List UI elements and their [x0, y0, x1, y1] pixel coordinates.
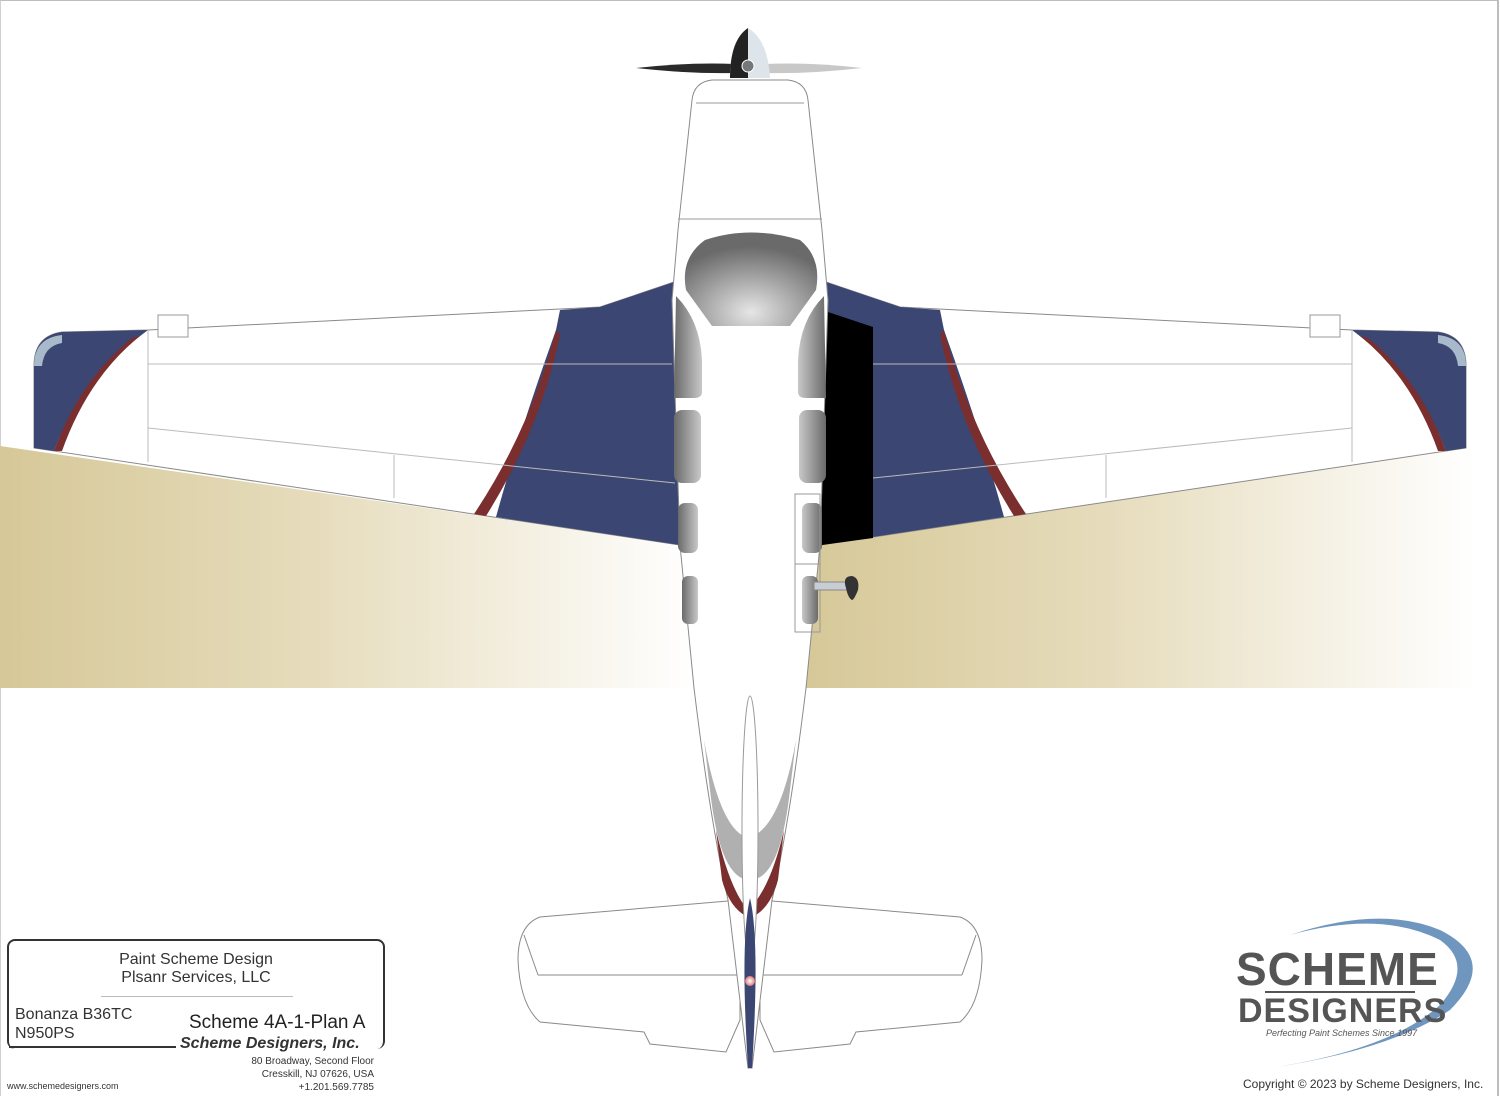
aircraft-info: Bonanza B36TC N950PS [15, 1005, 132, 1043]
right-wing [819, 279, 1467, 546]
phone-number: +1.201.569.7785 [298, 1082, 374, 1093]
ground-shadow-right [806, 444, 1476, 688]
website-link[interactable]: www.schemedesigners.com [7, 1081, 119, 1091]
fuselage [671, 79, 859, 1069]
title-block-heading: Paint Scheme Design [119, 951, 273, 968]
scheme-name: Scheme 4A-1-Plan A [189, 1012, 366, 1033]
logo-tagline: Perfecting Paint Schemes Since 1997 [1266, 1028, 1418, 1038]
title-block-client: Plsanr Services, LLC [121, 969, 271, 986]
aircraft-registration: N950PS [15, 1025, 75, 1042]
title-block: Paint Scheme Design Plsanr Services, LLC… [7, 939, 385, 1049]
title-block-underline [9, 1046, 176, 1048]
logo-word-scheme: SCHEME [1236, 943, 1439, 995]
copyright-notice: Copyright © 2023 by Scheme Designers, In… [1243, 1077, 1484, 1091]
company-name: Scheme Designers, Inc. [180, 1035, 360, 1052]
address-line-2: Cresskill, NJ 07626, USA [261, 1069, 374, 1080]
beacon-light [745, 976, 755, 986]
logo-word-designers: DESIGNERS [1238, 992, 1448, 1030]
aircraft-model: Bonanza B36TC [15, 1006, 133, 1023]
horizontal-stabilizer [517, 899, 983, 1053]
propeller [636, 28, 862, 78]
title-block-divider [101, 996, 293, 997]
door-open [822, 310, 873, 545]
left-wing [33, 279, 681, 546]
ground-shadow [0, 446, 696, 688]
address-line-1: 80 Broadway, Second Floor [251, 1056, 374, 1067]
